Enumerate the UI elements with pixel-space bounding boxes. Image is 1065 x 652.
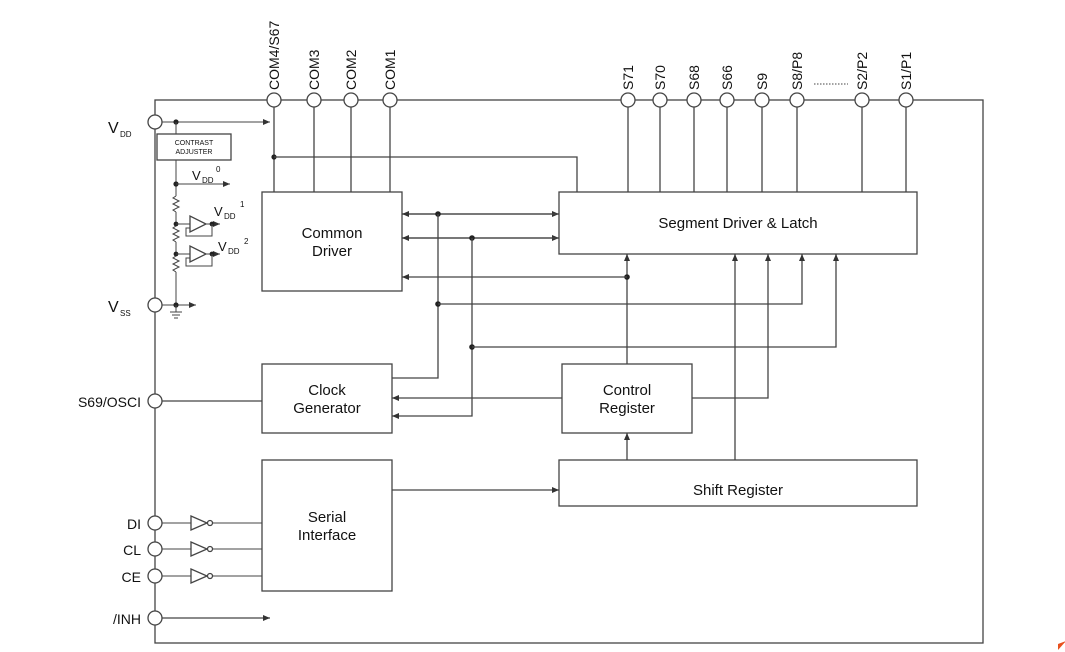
pin-s1-label: S1/P1 — [898, 52, 914, 90]
pin-com2 — [343, 92, 359, 108]
svg-text:SS: SS — [120, 309, 131, 318]
svg-text:V: V — [218, 239, 227, 254]
seg-wires — [627, 83, 907, 192]
segment-driver-block — [558, 191, 918, 255]
pin-com3 — [306, 92, 322, 108]
schmitt-cl-icon — [190, 541, 209, 557]
clock-generator-block — [261, 363, 393, 434]
control-register-label-1: Control — [603, 382, 651, 399]
contrast-label-1: CONTRAST — [175, 140, 214, 147]
pin-s8 — [789, 92, 805, 108]
common-driver-label-2: Driver — [312, 243, 352, 260]
schmitt-di-icon — [190, 515, 209, 531]
pin-s2 — [854, 92, 870, 108]
svg-text:DD: DD — [228, 247, 240, 256]
shift-register-block — [558, 459, 918, 507]
pin-osc — [147, 393, 163, 409]
pin-s9 — [754, 92, 770, 108]
vdd0-label: V DD 0 — [192, 165, 221, 185]
contrast-label-2: ADJUSTER — [176, 149, 213, 156]
svg-text:0: 0 — [216, 165, 221, 174]
pin-s70 — [652, 92, 668, 108]
chip-outline — [154, 99, 984, 644]
svg-text:DD: DD — [224, 212, 236, 221]
svg-text:V: V — [108, 299, 119, 316]
clock-generator-label-1: Clock — [308, 382, 346, 399]
serial-interface-block — [261, 459, 393, 592]
pin-com2-label: COM2 — [343, 49, 359, 90]
input-buffers — [162, 515, 262, 584]
pin-com1-label: COM1 — [382, 49, 398, 90]
pin-com3-label: COM3 — [306, 49, 322, 90]
pin-s2-label: S2/P2 — [854, 52, 870, 90]
schmitt-ce-icon — [190, 568, 209, 584]
pin-s68-label: S68 — [686, 65, 702, 90]
internal-buses — [392, 211, 839, 493]
svg-text:2: 2 — [244, 237, 249, 246]
pin-s66-label: S66 — [719, 65, 735, 90]
pin-s68 — [686, 92, 702, 108]
pin-vdd-label: V DD — [108, 120, 132, 139]
svg-text:V: V — [192, 168, 201, 183]
corner-mark-icon — [1058, 641, 1065, 650]
buffer-vdd2-icon — [189, 244, 208, 264]
control-register-label-2: Register — [599, 400, 655, 417]
power-ladder: CONTRAST ADJUSTER — [156, 119, 270, 319]
vdd1-label: V DD 1 — [214, 200, 245, 221]
pin-osc-label: S69/OSCI — [78, 394, 141, 410]
com-wires — [271, 107, 578, 192]
serial-interface-label-2: Interface — [298, 527, 356, 544]
contrast-adjuster — [156, 133, 232, 161]
svg-text:DD: DD — [120, 130, 132, 139]
svg-text:1: 1 — [240, 200, 245, 209]
pin-s8-label: S8/P8 — [789, 52, 805, 90]
pin-com4-label: COM4/S67 — [266, 21, 282, 90]
buffer-vdd1-icon — [189, 214, 208, 234]
serial-interface-label-1: Serial — [308, 509, 346, 526]
segment-driver-label: Segment Driver & Latch — [658, 215, 817, 232]
pin-s1 — [898, 92, 914, 108]
pin-di — [147, 515, 163, 531]
svg-text:DD: DD — [202, 176, 214, 185]
pin-ce — [147, 568, 163, 584]
pin-s71 — [620, 92, 636, 108]
pin-vss — [147, 297, 163, 313]
pin-inh-label: /INH — [113, 611, 141, 627]
pin-vss-label: V SS — [108, 299, 131, 318]
shift-register-label: Shift Register — [693, 482, 783, 499]
common-driver-label-1: Common — [302, 225, 363, 242]
pin-inh — [147, 610, 163, 626]
svg-text:V: V — [214, 204, 223, 219]
clock-generator-label-2: Generator — [293, 400, 361, 417]
svg-text:V: V — [108, 120, 119, 137]
pin-ce-label: CE — [122, 569, 141, 585]
pin-com4 — [266, 92, 282, 108]
pin-di-label: DI — [127, 516, 141, 532]
pin-cl-label: CL — [123, 542, 141, 558]
pin-s70-label: S70 — [652, 65, 668, 90]
pin-s71-label: S71 — [620, 65, 636, 90]
common-driver-block — [261, 191, 403, 292]
pin-cl — [147, 541, 163, 557]
pin-vdd — [147, 114, 163, 130]
pin-com1 — [382, 92, 398, 108]
pin-s66 — [719, 92, 735, 108]
pin-s9-label: S9 — [754, 73, 770, 90]
vdd2-label: V DD 2 — [218, 237, 249, 256]
